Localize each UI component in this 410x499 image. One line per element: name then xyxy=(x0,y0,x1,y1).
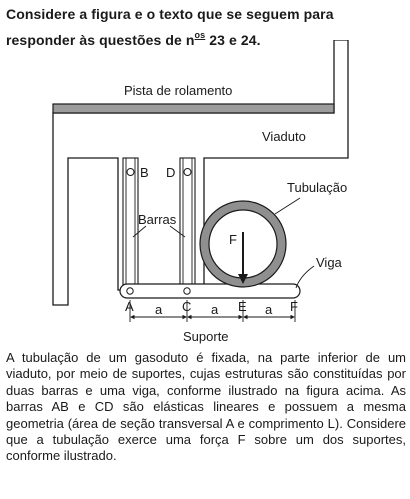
point-label-E: E xyxy=(238,299,247,314)
bar-CD xyxy=(179,157,196,292)
heading-line-2-suffix: 23 e 24. xyxy=(205,32,261,48)
beam-label: Viga xyxy=(316,255,343,270)
point-label-A: A xyxy=(125,299,134,314)
viaduct-support-figure: Pista de rolamento Viaduto Tubulação Bar… xyxy=(52,40,349,344)
point-label-D: D xyxy=(166,165,175,180)
point-label-C: C xyxy=(182,299,191,314)
pin-A xyxy=(126,287,134,295)
runway-strip xyxy=(52,103,335,114)
pin-C xyxy=(183,287,191,295)
pipe-leader xyxy=(274,197,301,215)
question-body-text: A tubulação de um gasoduto é fixada, na … xyxy=(6,350,406,464)
bars-leader-right xyxy=(169,225,186,238)
heading-line-2: responder às questões de nos 23 e 24. xyxy=(6,25,406,51)
heading-superscript: os xyxy=(194,30,206,40)
pipe-label: Tubulação xyxy=(287,180,347,195)
heading-line-2-prefix: responder às questões de n xyxy=(6,32,195,48)
dim-label-3: a xyxy=(265,302,273,317)
point-label-B: B xyxy=(140,165,149,180)
beam-leader xyxy=(295,265,315,289)
question-heading: Considere a figura e o texto que se segu… xyxy=(6,4,406,51)
viaduct-outline xyxy=(52,40,349,306)
bars-label: Barras xyxy=(138,212,177,227)
heading-line-1: Considere a figura e o texto que se segu… xyxy=(6,6,334,22)
dim-label-1: a xyxy=(155,302,163,317)
viaduct-label: Viaduto xyxy=(262,129,306,144)
support-label: Suporte xyxy=(183,329,229,344)
point-label-F: F xyxy=(290,299,298,314)
runway-label: Pista de rolamento xyxy=(124,83,232,98)
bars-leader-left xyxy=(132,225,147,238)
force-label: F xyxy=(229,232,237,247)
bar-AB xyxy=(122,157,139,292)
beam xyxy=(119,283,301,299)
dim-label-2: a xyxy=(211,302,219,317)
